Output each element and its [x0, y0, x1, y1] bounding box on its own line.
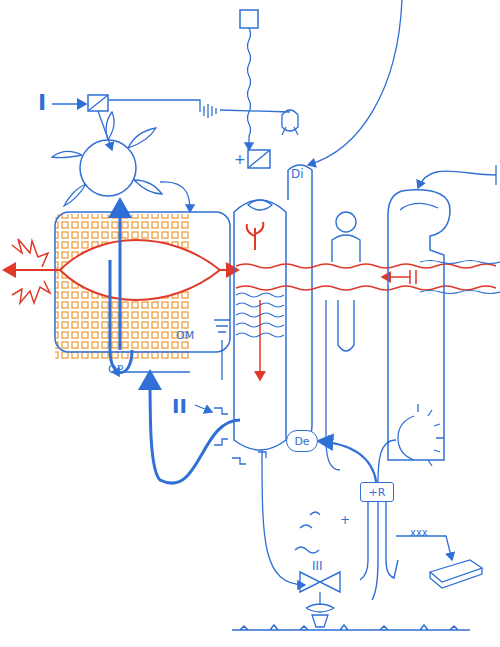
callout-label: + — [322, 432, 335, 448]
callout-label: II — [172, 396, 187, 416]
callout-label: + — [340, 514, 350, 526]
callout-label: OP — [108, 364, 123, 375]
switch-diagonal — [248, 150, 270, 168]
croissants — [295, 512, 320, 553]
right-feed — [418, 165, 496, 188]
red-arrow-left — [4, 269, 60, 271]
ground-line — [232, 625, 470, 630]
xxx-arrow — [396, 536, 452, 560]
callout-label: I — [38, 92, 46, 114]
feed-line — [160, 182, 190, 212]
di-pipe — [288, 165, 312, 440]
callout-label: xxx — [410, 528, 428, 538]
sun-lamp — [398, 404, 444, 466]
switch-lead — [98, 111, 112, 150]
callout-label: + — [234, 152, 246, 166]
battery-wire — [88, 95, 290, 118]
loop-line — [262, 450, 305, 585]
eye — [248, 200, 272, 210]
bow — [300, 572, 340, 592]
person-body — [332, 235, 360, 351]
thick-loop-arrow — [150, 372, 240, 483]
red-waves — [236, 264, 496, 290]
red-lens — [60, 240, 220, 300]
op-arrow — [112, 371, 190, 372]
lower-pipes — [360, 502, 398, 600]
top-square — [240, 10, 258, 28]
small-figure — [306, 592, 334, 627]
long-curve — [308, 0, 402, 165]
hooded-figure — [388, 190, 450, 460]
wavy-wire — [248, 28, 251, 150]
machine-node: De — [286, 430, 318, 452]
blue-waves — [420, 261, 500, 294]
switch-box — [248, 150, 270, 168]
red-arrow-right — [220, 269, 238, 271]
callout-label: Di — [291, 168, 304, 180]
machine-body — [55, 212, 230, 352]
bulb — [282, 110, 298, 135]
bracket-marks — [214, 408, 266, 464]
petals — [52, 112, 162, 206]
tray — [430, 560, 482, 588]
ii-arrow — [195, 405, 212, 412]
node-text: +R — [369, 487, 386, 498]
red-capacitor — [410, 270, 416, 284]
callout-label: OM — [176, 330, 194, 341]
machine-node: +R — [360, 482, 394, 502]
callout-label: III — [312, 560, 323, 572]
red-drop-arrow — [259, 300, 261, 380]
red-left-arrow — [382, 276, 410, 278]
red-plant — [247, 222, 264, 250]
column — [234, 200, 286, 450]
hood-brim — [400, 203, 438, 210]
thick-arrow — [110, 200, 132, 373]
node-text: De — [294, 436, 309, 447]
red-flames — [12, 239, 50, 303]
person-head — [336, 212, 356, 232]
control-arrow — [52, 103, 86, 105]
resistor-symbol — [214, 320, 230, 380]
flower-circle — [80, 140, 136, 196]
